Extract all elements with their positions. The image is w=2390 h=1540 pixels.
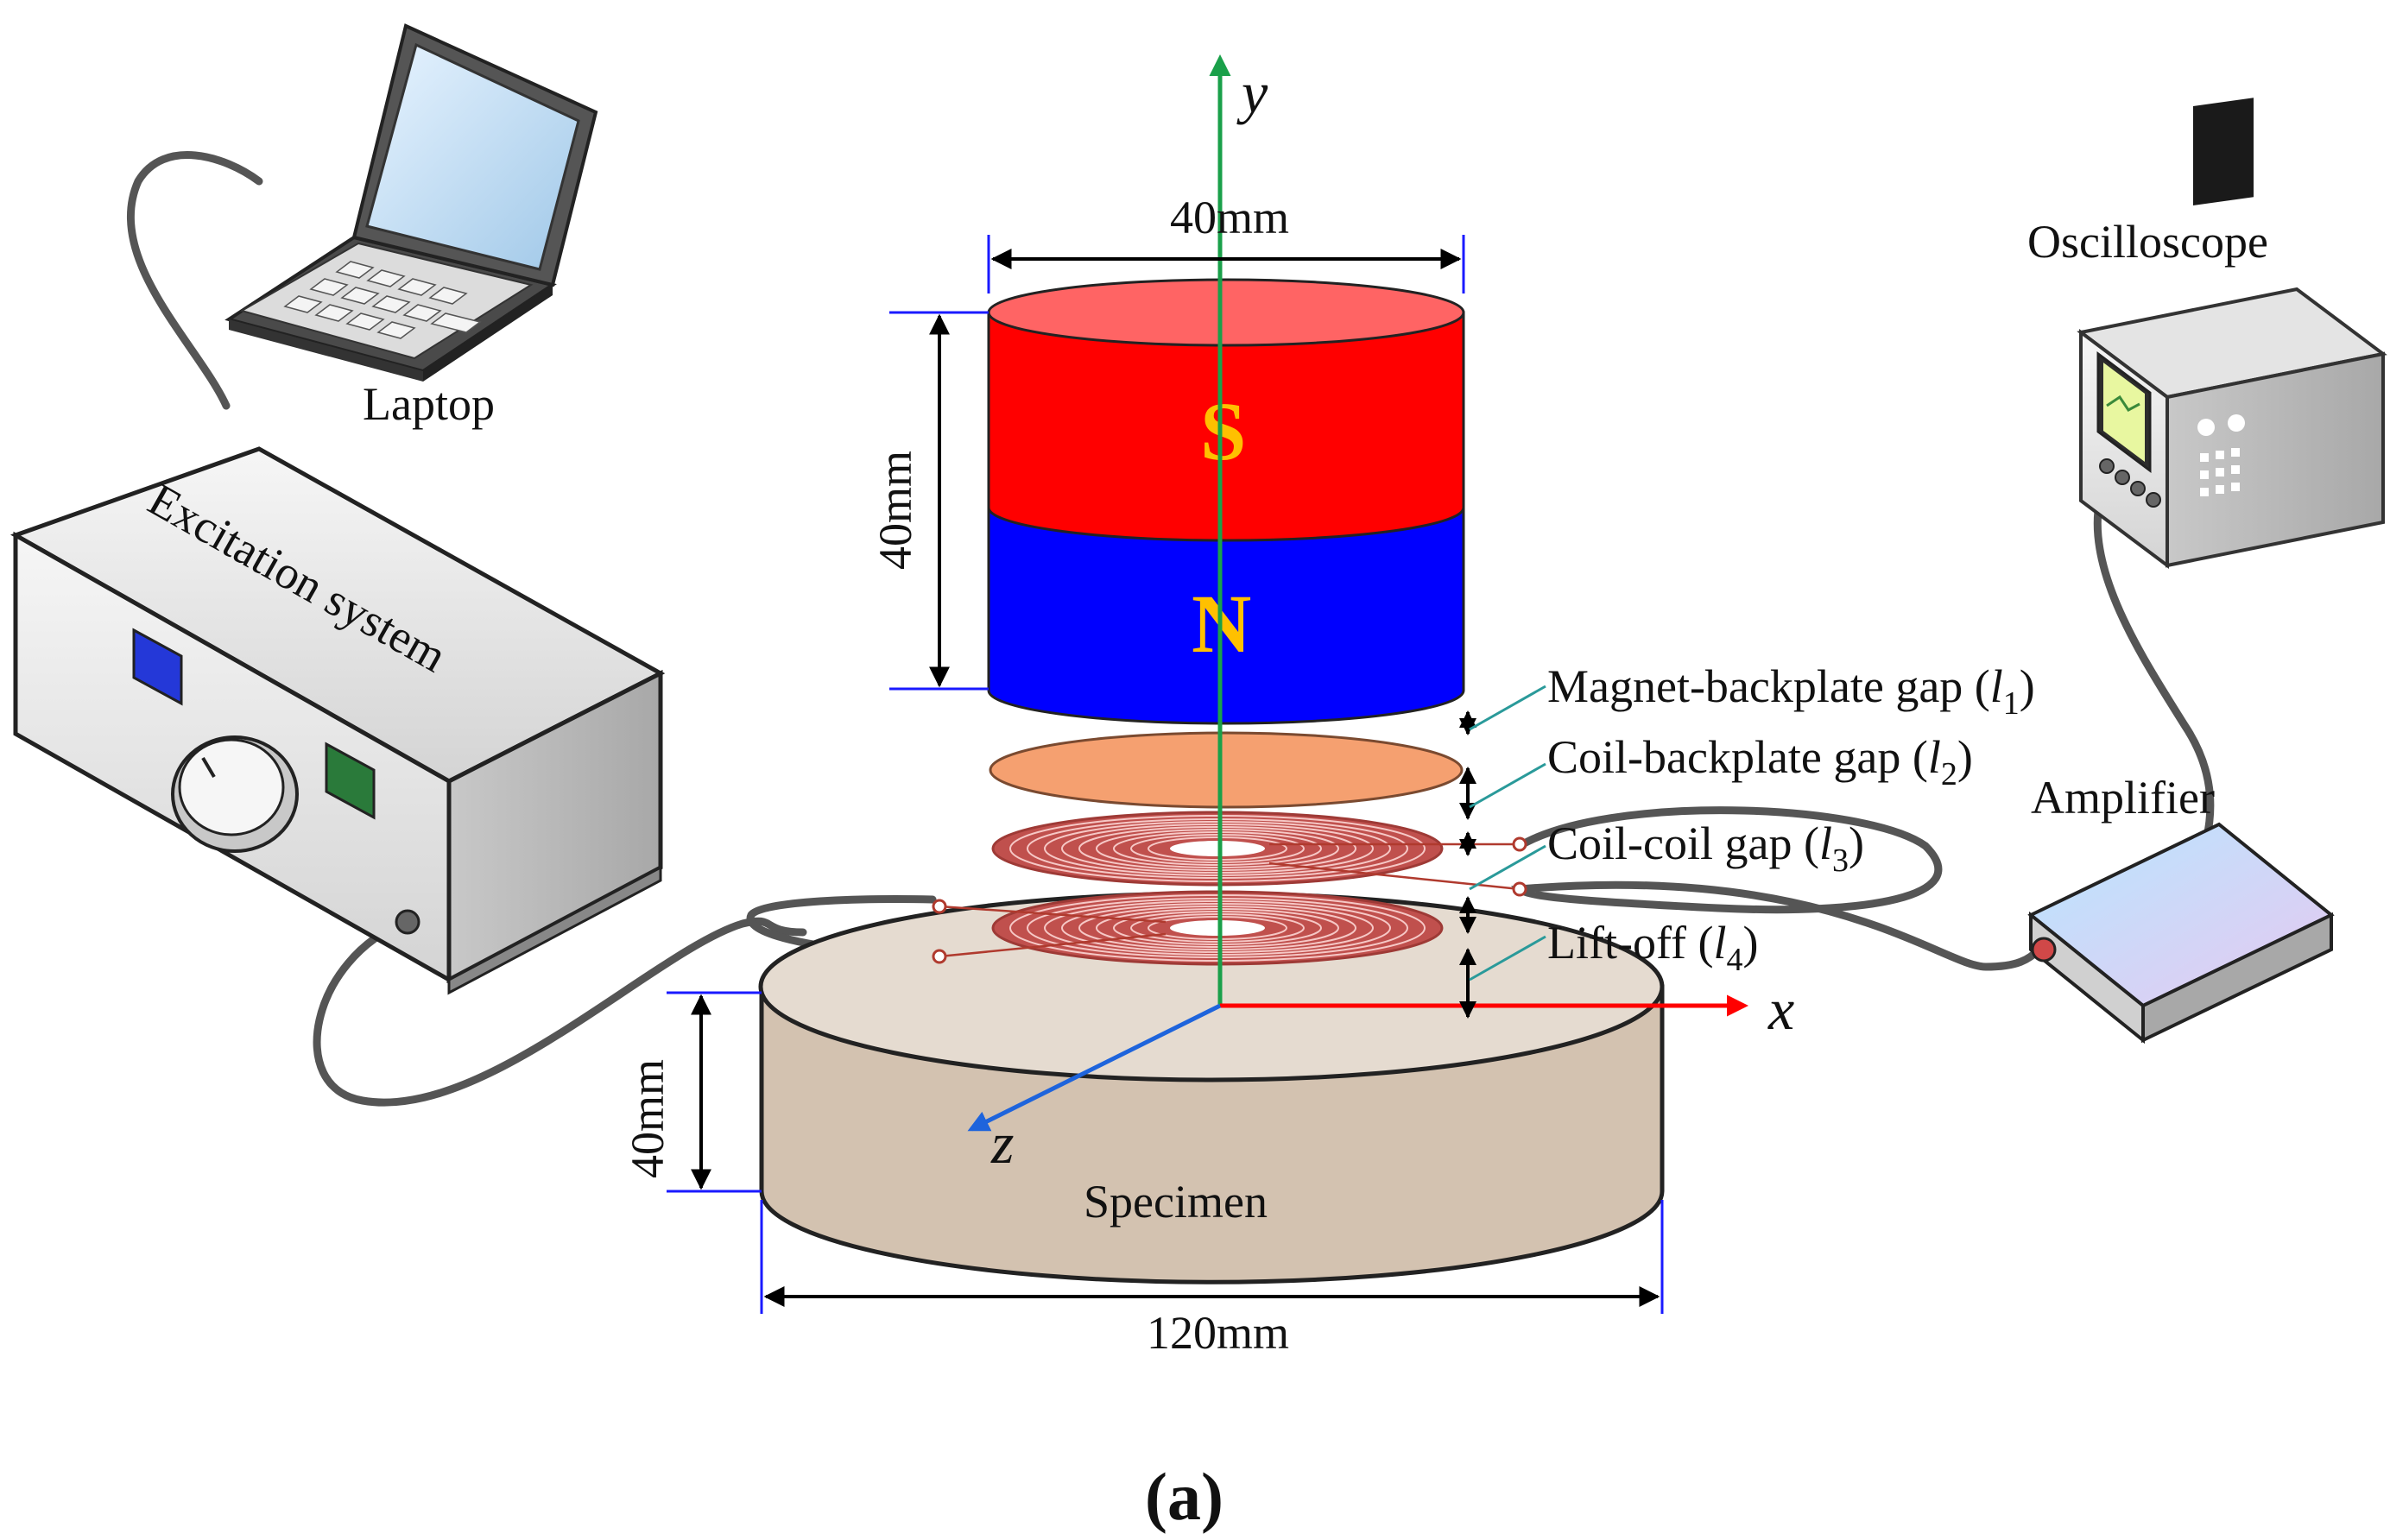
excitation-system-icon xyxy=(10,446,666,995)
magnet-diameter-label: 40mm xyxy=(1170,192,1289,243)
specimen-block xyxy=(758,891,1665,1284)
oscilloscope-icon xyxy=(2077,98,2387,569)
amplifier-cable xyxy=(1510,806,2044,971)
amplifier-label: Amplifier xyxy=(2031,772,2215,824)
specimen-height-label: 40mm xyxy=(622,1059,673,1178)
z-axis-arrow xyxy=(967,1003,1222,1132)
magnet-height-label: 40mm xyxy=(869,451,921,570)
oscilloscope-label: Oscilloscope xyxy=(2027,216,2268,268)
magnet-diameter-dimension xyxy=(987,235,1465,293)
magnet-height-dimension xyxy=(889,311,989,691)
specimen-label: Specimen xyxy=(1084,1176,1268,1228)
laptop-icon xyxy=(224,23,598,382)
specimen-height-dimension xyxy=(667,991,762,1193)
gap-label-coil-coil: Coil-coil gap (l3) xyxy=(1547,817,1864,879)
oscilloscope-cable xyxy=(2093,475,2215,846)
backplate-disc xyxy=(989,731,1464,809)
z-axis-label: z xyxy=(990,1110,1014,1176)
upper-coil xyxy=(991,811,1444,887)
x-axis-label: x xyxy=(1767,976,1794,1042)
permanent-magnet xyxy=(987,278,1465,725)
amplifier-icon xyxy=(2027,822,2335,1045)
gap-leader-lines xyxy=(1469,685,1546,981)
gap-label-lift-off: Lift-off (l4) xyxy=(1547,917,1758,978)
south-pole-label: S xyxy=(1200,385,1246,477)
specimen-diameter-label: 120mm xyxy=(1147,1307,1289,1359)
gap-label-coil-backplate: Coil-backplate gap (l2) xyxy=(1547,731,1973,792)
gap-label-magnet-backplate: Magnet-backplate gap (l1) xyxy=(1547,660,2035,722)
excitation-cable xyxy=(313,917,807,1107)
lower-coil xyxy=(991,890,1444,966)
figure-caption: (a) xyxy=(1145,1459,1223,1534)
specimen-diameter-dimension xyxy=(760,1200,1664,1314)
laptop-cable xyxy=(126,151,263,410)
laptop-label: Laptop xyxy=(363,378,495,430)
y-axis-label: y xyxy=(1236,60,1268,125)
